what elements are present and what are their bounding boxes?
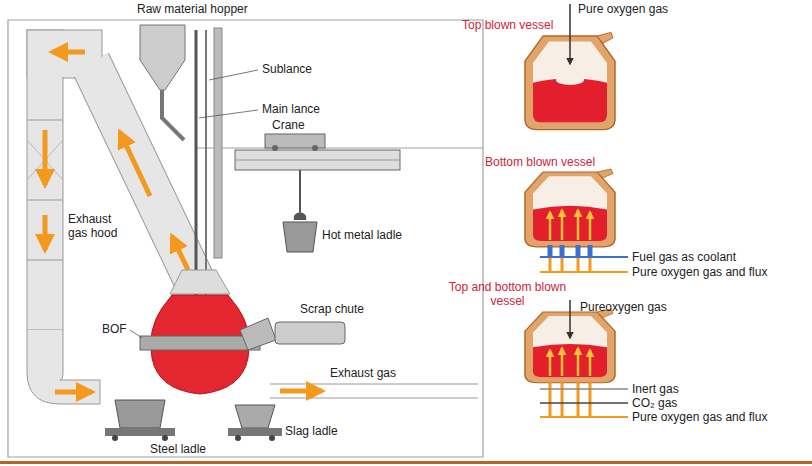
bottom-blown-vessel	[525, 169, 615, 247]
part-label: Fuel gas as coolant	[632, 250, 736, 264]
building-frame	[8, 20, 483, 457]
slag-ladle	[228, 405, 282, 441]
part-label: Top and bottom blown vessel	[445, 280, 570, 308]
part-label: Pureoxygen gas	[580, 300, 667, 314]
part-label: Crane	[272, 118, 305, 132]
part-label: Steel ladle	[150, 442, 206, 456]
leader-line	[130, 330, 142, 338]
gas-arrows	[550, 210, 590, 240]
part-label: CO₂ gas	[632, 396, 677, 410]
trunnion-ring	[140, 336, 260, 350]
part-label: Raw material hopper	[137, 2, 248, 16]
part-label: Exhaust gas	[330, 366, 396, 380]
part-label: Top blown vessel	[462, 18, 553, 32]
part-label: Exhaust gas hood	[68, 212, 128, 240]
oxygen-jet	[556, 75, 584, 85]
oxygen-lance	[569, 4, 571, 64]
crane	[235, 134, 400, 220]
crane-rail	[195, 147, 483, 148]
bottom-rule	[0, 461, 812, 464]
part-label: Inert gas	[632, 382, 679, 396]
leader-line	[209, 70, 258, 80]
part-label: BOF	[102, 322, 127, 336]
part-label: Main lance	[262, 102, 320, 116]
main-lance	[195, 30, 198, 302]
part-label: Pure oxygen gas and flux	[632, 265, 767, 279]
gas-arrows	[550, 348, 590, 376]
part-label: Slag ladle	[285, 424, 338, 438]
scrap-chute	[240, 318, 345, 350]
bottom-tuyeres	[540, 381, 628, 417]
part-label: Hot metal ladle	[322, 228, 402, 242]
sublance	[205, 30, 207, 296]
bottom-tuyeres	[540, 245, 628, 272]
hot-metal-ladle	[283, 222, 317, 252]
part-label: Sublance	[262, 62, 312, 76]
exhaust-pipe	[270, 384, 478, 398]
steel-ladle	[105, 400, 175, 441]
part-label: Scrap chute	[300, 302, 364, 316]
part-label: Bottom blown vessel	[485, 155, 595, 169]
part-label: Pure oxygen gas	[578, 2, 668, 16]
part-label: Pure oxygen gas and flux	[632, 410, 767, 424]
lance-guide	[214, 28, 222, 258]
hopper	[140, 25, 185, 140]
exhaust-hood	[170, 270, 230, 294]
leader-line	[199, 110, 258, 118]
oxygen-lance	[569, 300, 571, 338]
